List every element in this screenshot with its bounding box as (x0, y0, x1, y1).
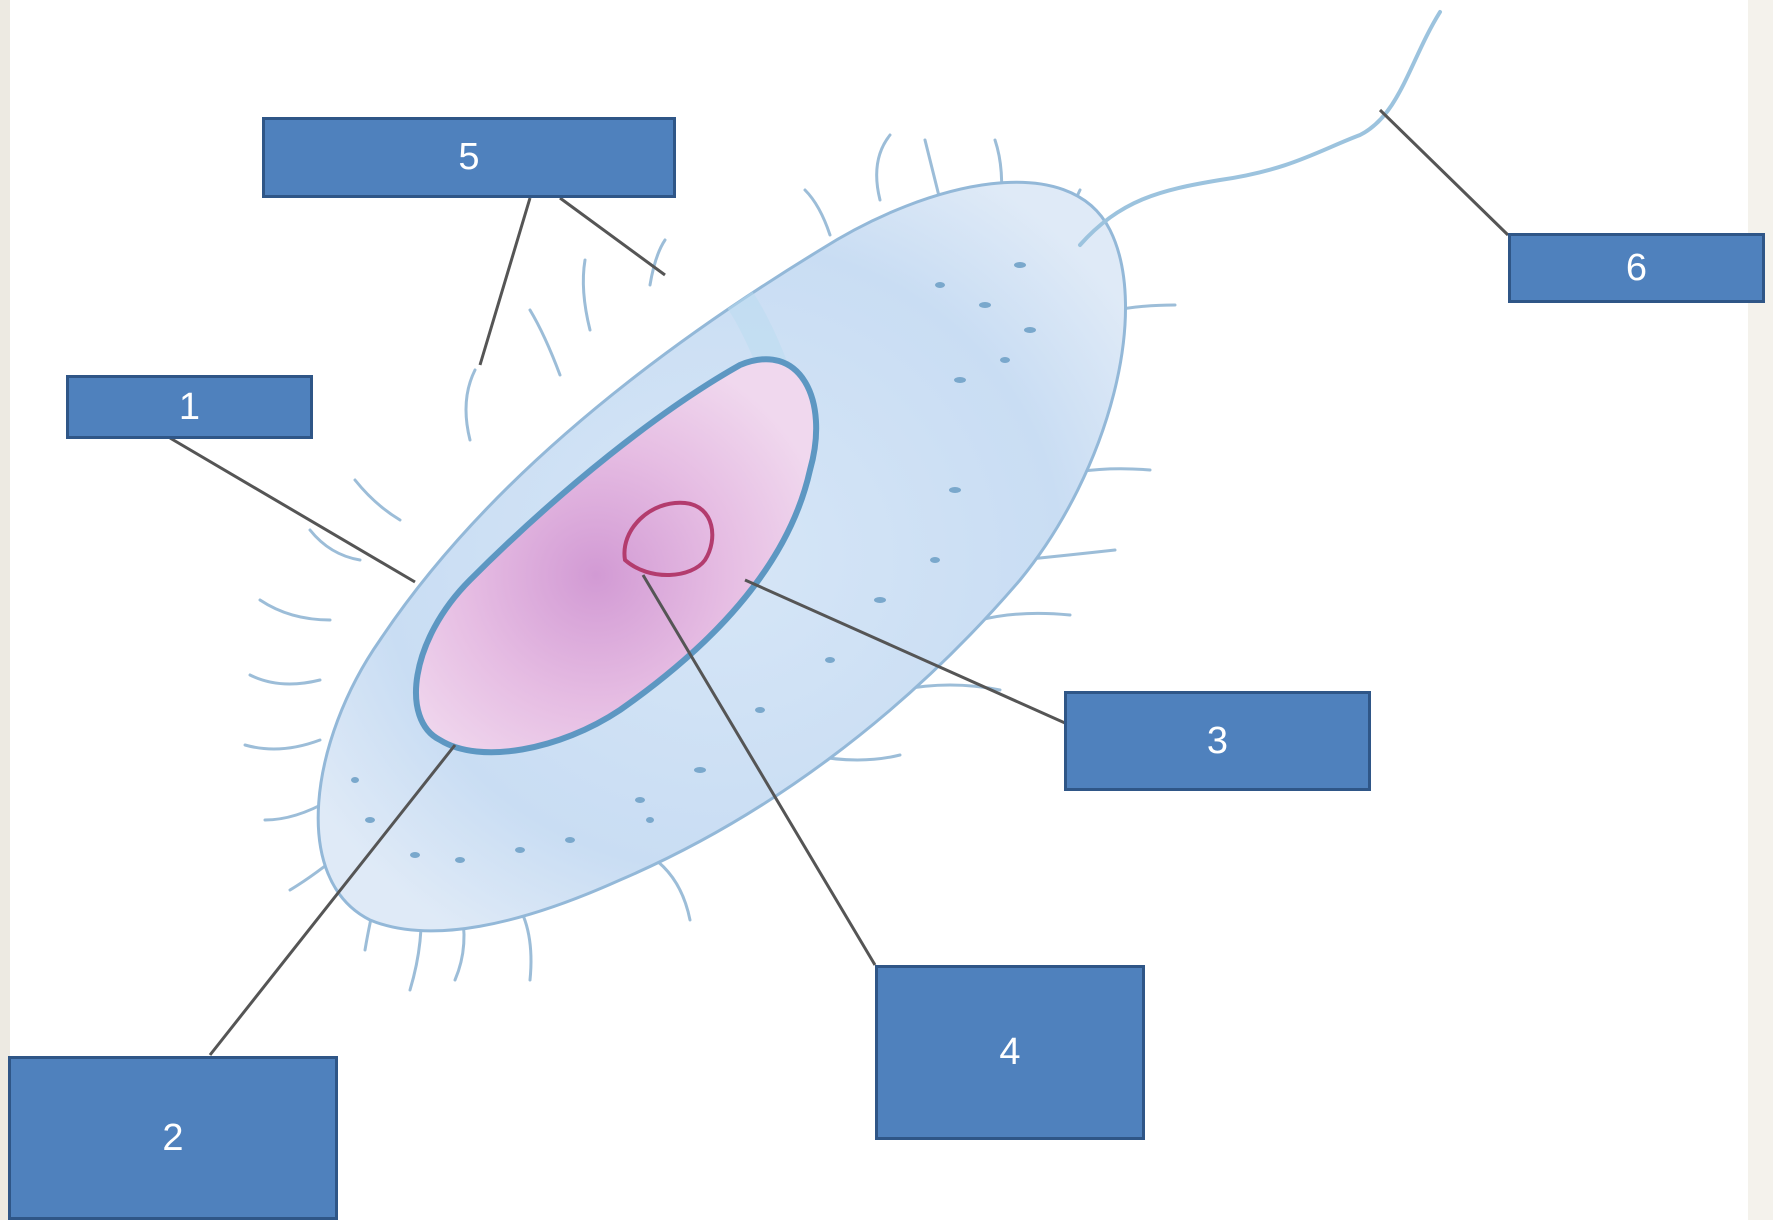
label-box-1[interactable]: 1 (66, 375, 313, 439)
label-number: 5 (458, 136, 479, 179)
label-number: 6 (1626, 247, 1647, 290)
label-number: 3 (1207, 720, 1228, 763)
label-box-3[interactable]: 3 (1064, 691, 1371, 791)
label-box-4[interactable]: 4 (875, 965, 1145, 1140)
label-number: 2 (162, 1117, 183, 1160)
label-number: 1 (179, 386, 200, 429)
flagellum (1080, 12, 1440, 245)
label-box-2[interactable]: 2 (8, 1056, 338, 1220)
label-box-6[interactable]: 6 (1508, 233, 1765, 303)
label-box-5[interactable]: 5 (262, 117, 676, 198)
label-number: 4 (999, 1031, 1020, 1074)
